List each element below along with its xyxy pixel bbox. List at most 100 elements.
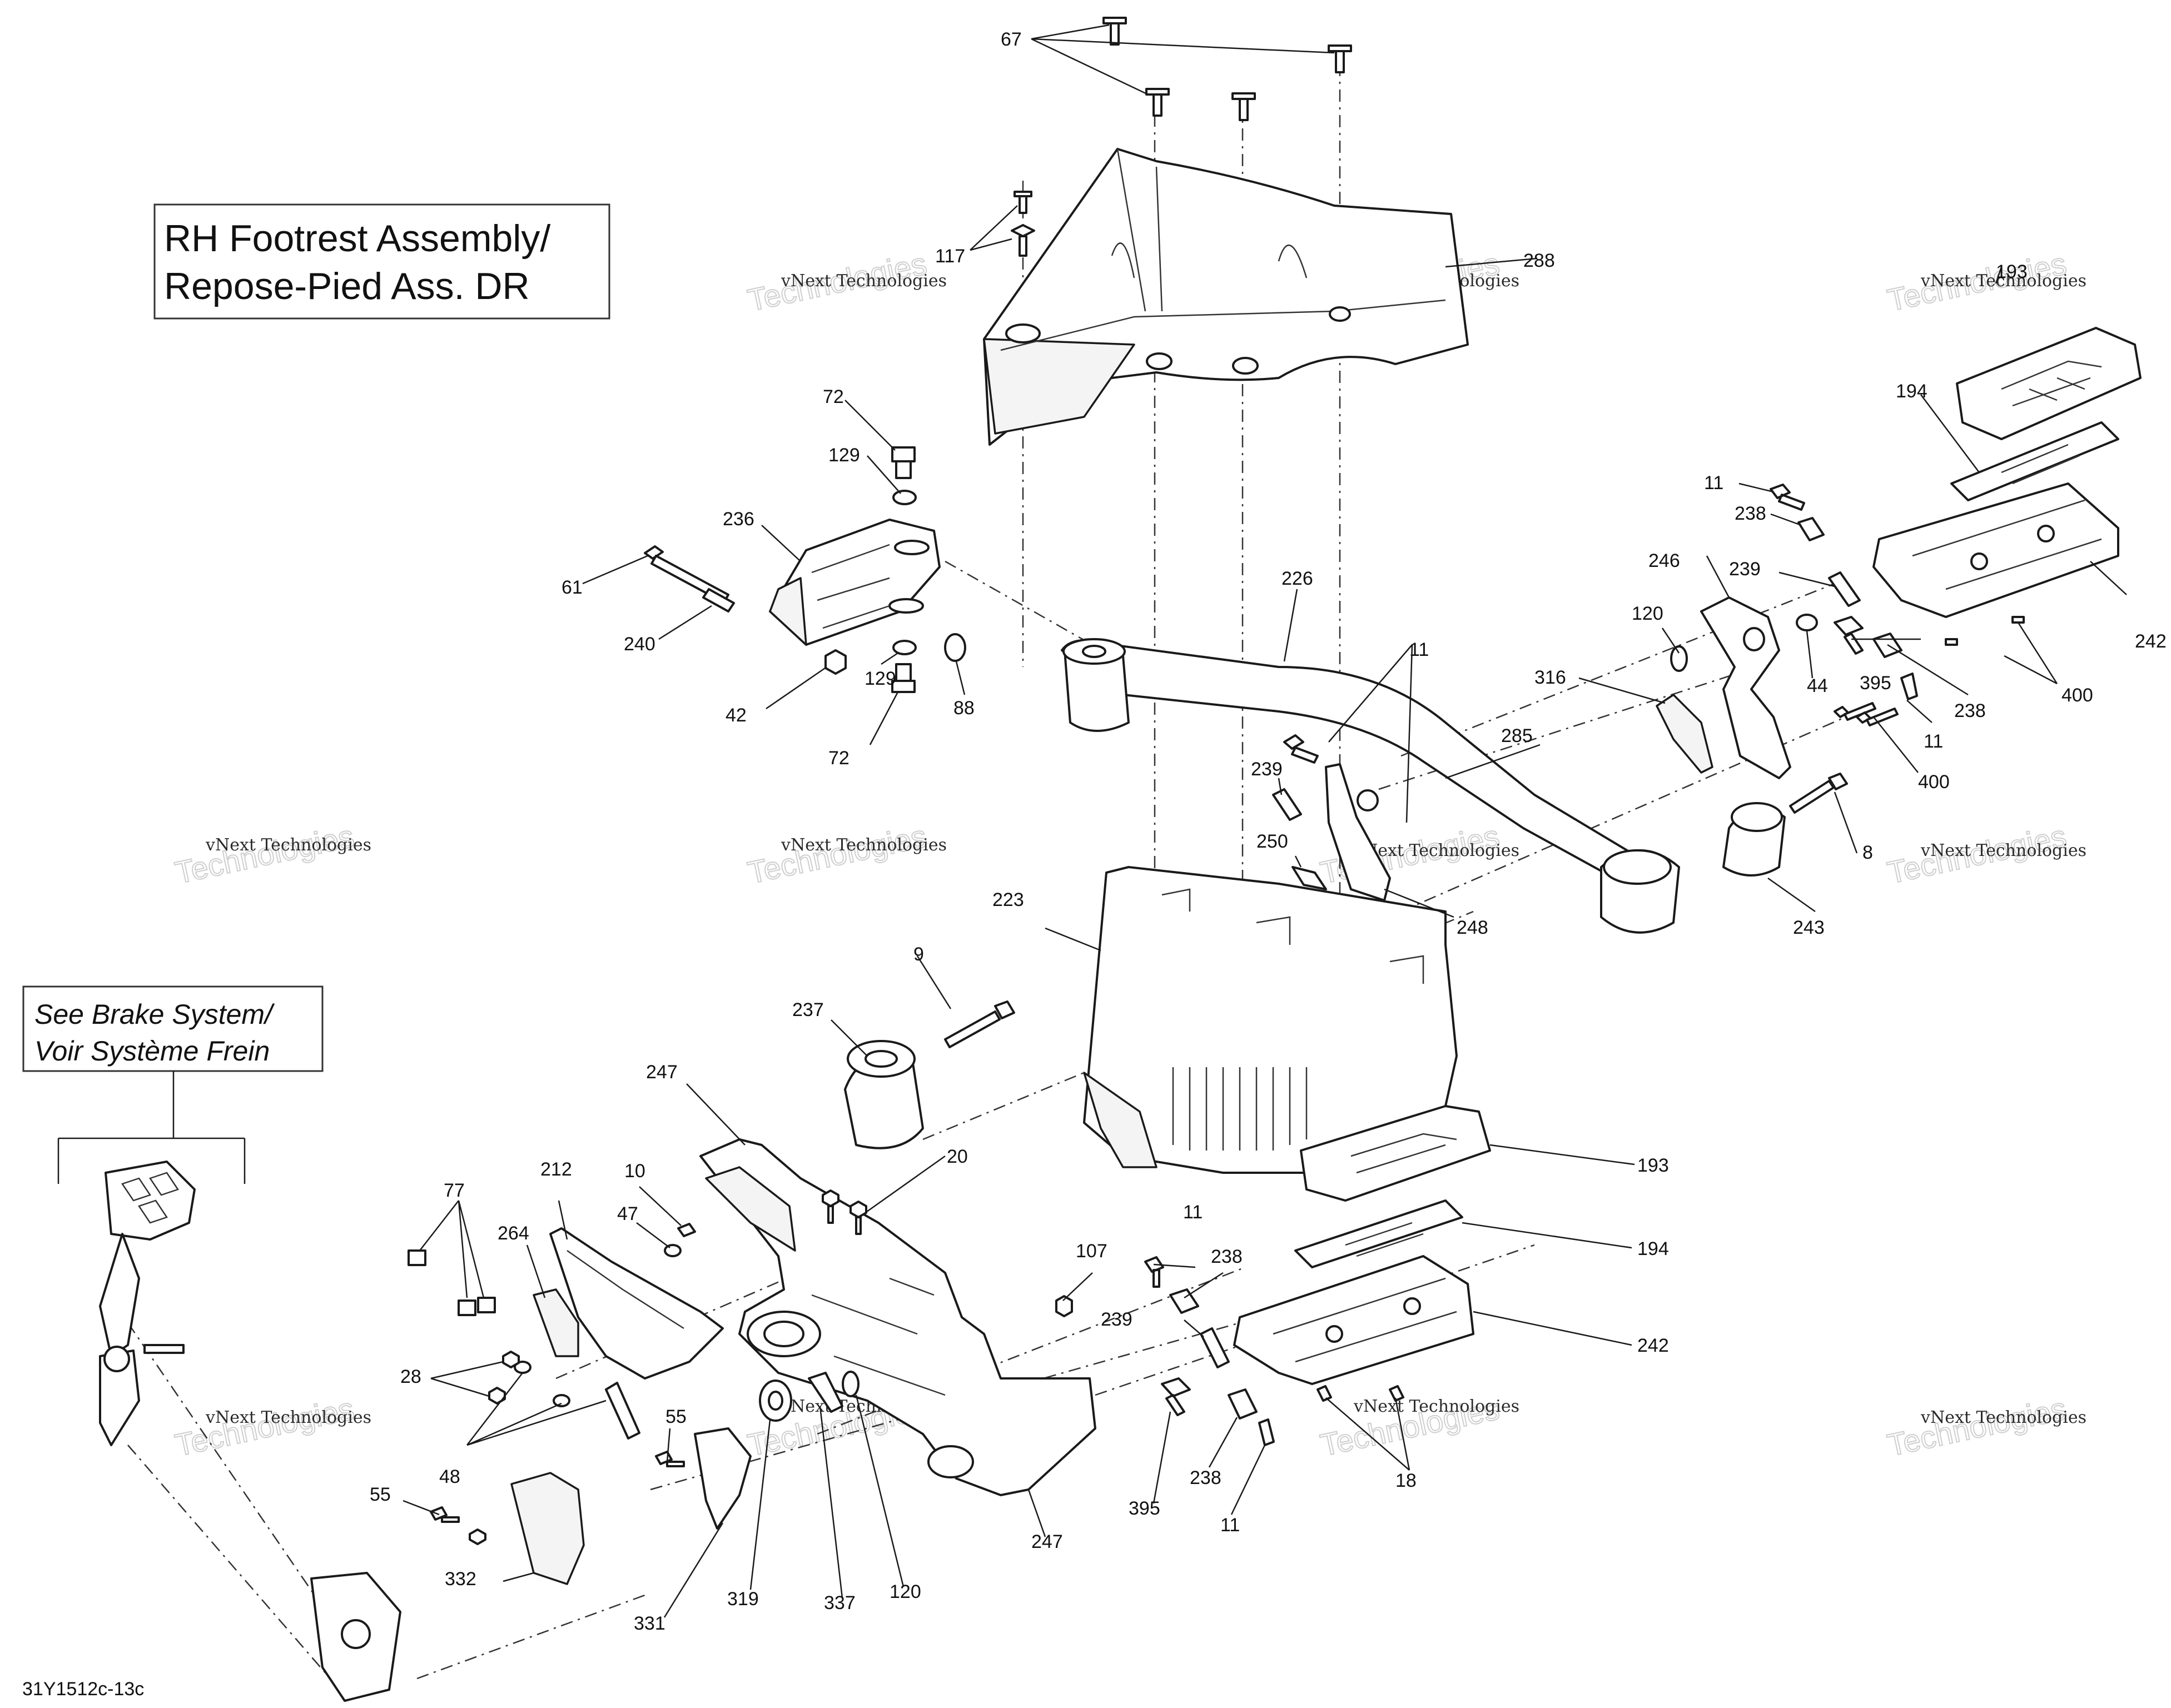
callout-194-bottom[interactable]: 194 [1637, 1238, 1669, 1259]
screws-117 [1011, 191, 1035, 257]
callout-240[interactable]: 240 [624, 634, 655, 655]
callout-11-lower[interactable]: 11 [1183, 1202, 1203, 1223]
reference-line-1: See Brake System/ [34, 999, 275, 1030]
bolt-8 [1789, 773, 1848, 814]
callout-247-top[interactable]: 247 [646, 1062, 678, 1083]
bolt-11-top [1770, 484, 1805, 511]
watermark: Technologies vNext Technologies [1884, 245, 2086, 318]
bolts-18 [1316, 1385, 1404, 1402]
washer-129-bottom [892, 640, 917, 655]
callout-248[interactable]: 248 [1457, 917, 1488, 938]
callout-47[interactable]: 47 [617, 1203, 638, 1224]
callout-332[interactable]: 332 [445, 1568, 476, 1590]
callout-395-lower[interactable]: 395 [1129, 1498, 1160, 1519]
watermark-small-text: vNext Technologies [205, 835, 371, 855]
callout-10[interactable]: 10 [624, 1161, 645, 1182]
watermark-small-text: vNext Technologies [1353, 841, 1519, 860]
sleeve-240 [702, 588, 735, 613]
brake-system-reference[interactable]: See Brake System/ Voir Système Frein [22, 985, 324, 1184]
title-line-1: RH Footrest Assembly/ [164, 217, 550, 260]
shield-332 [510, 1472, 585, 1585]
callout-8[interactable]: 8 [1862, 842, 1873, 863]
callout-285[interactable]: 285 [1501, 725, 1533, 746]
callout-129-top[interactable]: 129 [828, 445, 860, 466]
washer-47 [664, 1244, 682, 1257]
bolt-11-lower [1144, 1256, 1164, 1288]
clip-337 [808, 1372, 843, 1413]
callout-395-top[interactable]: 395 [1860, 673, 1891, 694]
bolt-11-bottom [1258, 1418, 1275, 1446]
bearing-319 [759, 1380, 792, 1422]
foot-pad-193-bottom [1300, 1105, 1491, 1202]
callout-44[interactable]: 44 [1807, 675, 1828, 696]
callout-239-mid[interactable]: 239 [1251, 759, 1283, 780]
callout-18[interactable]: 18 [1395, 1470, 1417, 1491]
callout-316[interactable]: 316 [1534, 667, 1566, 688]
callout-107[interactable]: 107 [1076, 1241, 1107, 1262]
callout-238-top[interactable]: 238 [1735, 503, 1766, 524]
callout-243[interactable]: 243 [1793, 917, 1825, 938]
callout-238-lower[interactable]: 238 [1211, 1246, 1243, 1267]
callout-67[interactable]: 67 [1001, 29, 1022, 50]
callout-239-lower[interactable]: 239 [1101, 1309, 1132, 1330]
callout-55-right[interactable]: 55 [665, 1406, 687, 1427]
callout-28[interactable]: 28 [400, 1366, 421, 1387]
callout-194-top[interactable]: 194 [1896, 381, 1927, 402]
nut-42 [824, 649, 847, 675]
callout-212[interactable]: 212 [540, 1159, 572, 1180]
callout-55-left[interactable]: 55 [370, 1484, 391, 1505]
callout-72-top[interactable]: 72 [823, 386, 844, 407]
callout-117[interactable]: 117 [935, 246, 965, 267]
callout-120-bottom[interactable]: 120 [890, 1581, 921, 1602]
callout-247-bottom[interactable]: 247 [1031, 1531, 1063, 1552]
watermark: Technologies vNext Technologies [1884, 1390, 2086, 1463]
watermark: Technologies vNext Technologies [171, 1390, 371, 1463]
callout-9[interactable]: 9 [913, 944, 924, 965]
callout-11-bottom[interactable]: 11 [1220, 1515, 1240, 1536]
callout-238-mid[interactable]: 238 [1954, 700, 1986, 721]
callout-319[interactable]: 319 [727, 1589, 759, 1610]
callout-11-mid[interactable]: 11 [1409, 639, 1429, 660]
callout-400-right[interactable]: 400 [2061, 685, 2093, 706]
watermark-small-text: vNext Technologies [205, 1408, 371, 1427]
callout-88[interactable]: 88 [953, 698, 975, 719]
callout-61[interactable]: 61 [562, 577, 583, 598]
watermark: Technologies vNext Technologies [1316, 1390, 1519, 1463]
bolt-9 [944, 1000, 1015, 1048]
callout-236[interactable]: 236 [723, 509, 754, 530]
callout-77[interactable]: 77 [444, 1180, 465, 1201]
bolt-11-mid [1283, 734, 1319, 764]
callout-193-bottom[interactable]: 193 [1637, 1155, 1669, 1176]
callout-20[interactable]: 20 [947, 1146, 968, 1167]
callout-129-bottom[interactable]: 129 [865, 668, 896, 689]
callout-193-top[interactable]: 193 [1996, 261, 2028, 282]
screws-67 [1102, 17, 1352, 121]
callout-400-lower[interactable]: 400 [1918, 771, 1950, 793]
callout-288[interactable]: 288 [1523, 250, 1555, 271]
callout-223[interactable]: 223 [992, 889, 1024, 910]
callout-242-top[interactable]: 242 [2135, 631, 2167, 652]
callout-246[interactable]: 246 [1648, 550, 1680, 571]
bracket-246 [1700, 596, 1791, 779]
callout-242-bottom[interactable]: 242 [1637, 1335, 1669, 1356]
callout-238-bottom[interactable]: 238 [1190, 1467, 1221, 1488]
leader-lines [403, 24, 2127, 1618]
callout-337[interactable]: 337 [824, 1592, 856, 1614]
guard-212 [549, 1227, 724, 1380]
callout-11-right[interactable]: 11 [1924, 731, 1943, 752]
callout-120-top[interactable]: 120 [1632, 603, 1663, 624]
pin-72-top [891, 446, 916, 479]
callout-48[interactable]: 48 [439, 1466, 460, 1487]
callout-42[interactable]: 42 [726, 705, 747, 726]
callout-72-bottom[interactable]: 72 [828, 748, 849, 769]
callout-226[interactable]: 226 [1281, 568, 1313, 589]
bushing-239-top [1828, 571, 1861, 607]
foot-plate-194-top [1950, 421, 2119, 501]
callout-11-top[interactable]: 11 [1704, 472, 1723, 494]
callout-264[interactable]: 264 [498, 1223, 529, 1244]
callout-331[interactable]: 331 [634, 1613, 665, 1634]
callout-250[interactable]: 250 [1256, 831, 1288, 852]
title-block: RH Footrest Assembly/ Repose-Pied Ass. D… [153, 203, 610, 320]
callout-239-top[interactable]: 239 [1729, 559, 1761, 580]
callout-237[interactable]: 237 [792, 999, 824, 1020]
